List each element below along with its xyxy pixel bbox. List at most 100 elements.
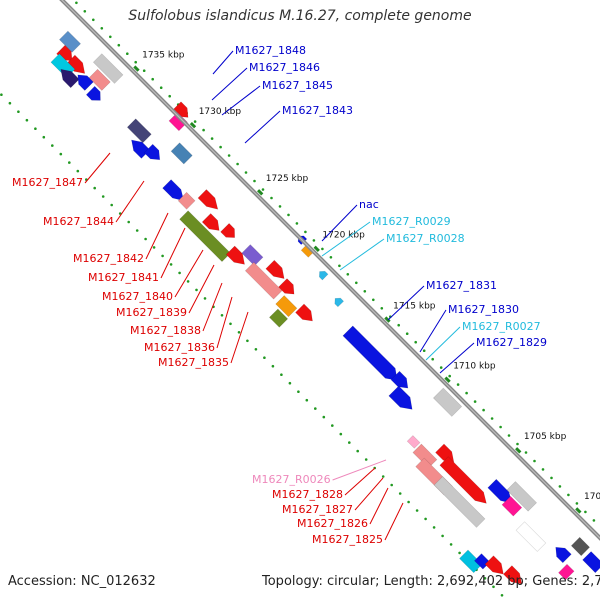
guide-dot: [229, 322, 232, 326]
gene-label: M1627_R0029: [372, 215, 451, 228]
guide-dot: [398, 492, 402, 495]
label-leader-line: [344, 467, 376, 496]
gene-arrow: [197, 189, 219, 210]
guide-dot: [397, 323, 401, 327]
guide-dot: [448, 374, 452, 378]
gene-labels: M1627_1848M1627_1846M1627_1845M1627_1843…: [12, 44, 547, 546]
guide-dot: [321, 247, 324, 251]
gene-arrow: [406, 435, 421, 449]
guide-dot: [584, 510, 587, 514]
guide-dot: [314, 407, 317, 410]
gene-label: M1627_R0026: [252, 473, 331, 486]
guide-dot: [405, 332, 409, 336]
guide-dot: [348, 441, 351, 444]
guide-dot: [575, 502, 579, 505]
gene-arrow: [268, 308, 289, 328]
guide-dot: [93, 186, 96, 190]
label-leader-line: [354, 477, 384, 511]
guide-dot: [449, 543, 453, 546]
guide-dot: [592, 519, 596, 522]
gene-arrow: [92, 53, 124, 84]
guide-dot: [380, 307, 384, 310]
guide-dot: [415, 509, 419, 512]
gene-arrow: [275, 295, 298, 318]
guide-dot: [541, 468, 545, 471]
label-leader-line: [230, 311, 249, 364]
guide-dot: [193, 120, 197, 123]
gene-arrow: [570, 536, 591, 557]
gene-arrow: [502, 565, 523, 585]
gene-label: M1627_1827: [282, 503, 353, 516]
scale-tick-label: 1715 kbp: [393, 301, 436, 311]
guide-dot: [558, 485, 562, 488]
scale-tick-label: 1705 kbp: [524, 432, 567, 442]
scale-tick: [313, 245, 320, 253]
guide-dot: [270, 196, 273, 200]
gene-label: M1627_1845: [262, 79, 333, 92]
guide-dot: [533, 459, 536, 463]
guide-dot: [236, 162, 239, 166]
label-leader-line: [221, 85, 261, 116]
guide-dot: [168, 94, 171, 98]
label-leader-line: [339, 238, 385, 271]
label-leader-line: [212, 50, 234, 75]
guide-dot: [100, 27, 104, 30]
label-leader-line: [84, 152, 111, 184]
scale-tick: [133, 65, 140, 72]
guide-dot: [159, 86, 163, 89]
scale-tick: [444, 376, 451, 383]
gene-label: M1627_1835: [158, 356, 229, 369]
guide-dot: [364, 458, 368, 461]
guide-dot: [203, 297, 207, 300]
gene-arrow: [555, 546, 572, 564]
gene-label: M1627_1828: [272, 488, 343, 501]
label-leader-line: [387, 285, 425, 321]
guide-dot: [407, 500, 410, 504]
guide-dot: [42, 135, 46, 139]
guide-dot: [524, 451, 528, 454]
guide-dot: [363, 290, 367, 293]
guide-dot: [254, 348, 258, 351]
gene-label: M1627_1846: [249, 61, 320, 74]
guide-dot: [456, 383, 460, 386]
gene-arrow: [143, 143, 161, 161]
gene-arrow: [278, 278, 295, 295]
guide-dot: [152, 246, 156, 249]
gene-arrow: [501, 495, 523, 517]
gene-arrow: [388, 385, 413, 410]
guide-dot: [68, 161, 71, 164]
gene-arrow: [177, 191, 196, 210]
label-leader-line: [419, 309, 447, 353]
label-leader-line: [321, 221, 371, 257]
guide-dot: [134, 60, 137, 64]
guide-dot: [381, 475, 385, 478]
label-leader-line: [369, 487, 389, 525]
guide-dot: [92, 18, 95, 22]
label-leader-line: [160, 227, 186, 279]
guide-dot: [253, 179, 256, 183]
gene-label: M1627_1844: [43, 215, 114, 228]
scale-tick-label: 1710 kbp: [453, 361, 496, 371]
gene-arrow: [265, 259, 285, 279]
guide-dot: [390, 483, 394, 487]
gene-arrow: [342, 325, 398, 381]
guide-dot: [25, 118, 29, 122]
gene-label: M1627_1843: [282, 104, 353, 117]
gene-arrow: [515, 521, 547, 552]
guide-dot: [83, 10, 87, 13]
gene-label: M1627_1841: [88, 271, 159, 284]
guide-dot: [227, 154, 231, 157]
guide-dot: [288, 381, 292, 385]
guide-dot: [355, 281, 358, 285]
scale-tick-label: 1735 kbp: [142, 50, 185, 60]
guide-dot: [338, 264, 341, 268]
label-leader-line: [439, 342, 475, 374]
gene-arrow: [88, 68, 111, 91]
gene-arrow: [77, 74, 94, 91]
label-leader-line: [211, 67, 248, 101]
guide-dot: [34, 127, 37, 130]
guide-dot: [304, 230, 307, 234]
label-leader-lines: [84, 50, 475, 541]
gene-label: M1627_R0028: [386, 232, 465, 245]
guide-dot: [76, 169, 80, 173]
